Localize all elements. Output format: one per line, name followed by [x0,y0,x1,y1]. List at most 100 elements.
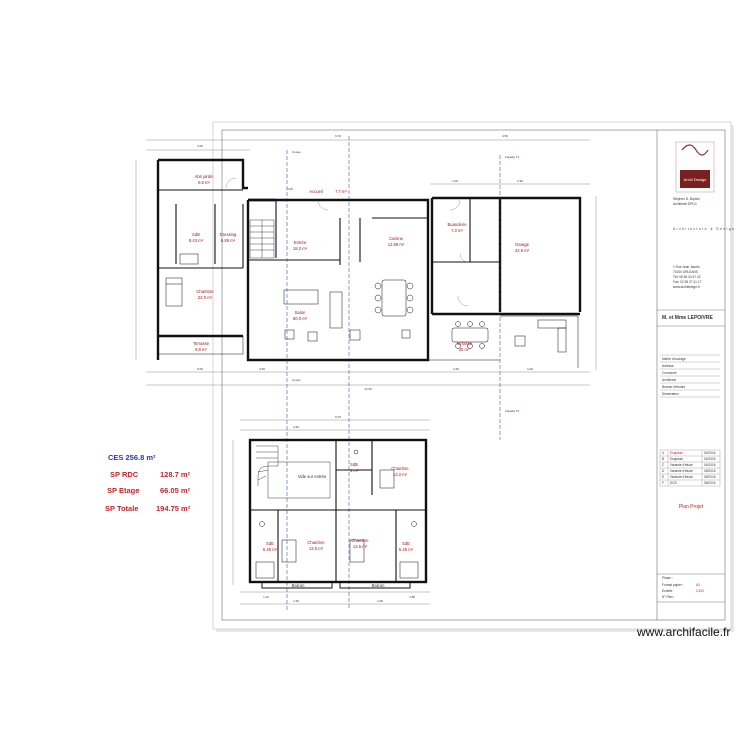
dim-top-1: 9.70 [335,134,341,138]
upper-stairs [256,445,279,486]
upper-interior-walls [250,440,426,582]
format-label: Format papier : [662,583,684,587]
room-abri-name: Abri jardin [195,174,215,179]
rev-0-date: 04/2016 [704,451,716,455]
field-1: Adresse [662,364,674,368]
project-fields [660,354,720,398]
sp-rdc-label: SP RDC [110,470,139,479]
up-dim-1: 4.20 [293,425,299,429]
balcon-1-label: Balcon [292,583,305,588]
room-up-sde2-name: SdE [402,541,410,546]
terrace-table [451,319,567,353]
room-up-chambre3-name: Chambre [351,538,369,543]
rev-2-date: 04/2016 [704,463,716,467]
room-terrasse2-name: Terrasse [456,341,473,346]
room-up-chambre2-area: 13.5 m² [309,546,324,551]
bedroom-bed [165,253,199,307]
ces-label: CES 256.8 m² [108,453,156,462]
room-abri-area: 9.8 m² [198,180,210,185]
upper-floor-labels: Vide sur entrée SdB 4 m² Chambre 13.2 m²… [263,462,414,588]
room-up-sde2-area: 5.45 m² [399,547,414,552]
scale-value: 1/100 [696,589,704,593]
room-terrasse2-area: 30 m² [459,347,470,352]
terrace-outline [157,315,579,368]
room-up-sde1-area: 5.45 m² [263,547,278,552]
rev-2-index: C [662,463,665,467]
rev-4-label: Variante d'étude [670,475,693,479]
up-dim-4: 1.10 [263,595,269,599]
dim-top-2: 4.20 [287,187,293,191]
sp-rdc-value: 128.7 m² [160,470,191,479]
top-dimensions [135,139,597,386]
section-label-0: Coupe [292,150,301,154]
contact-line-3: Fax: 02 38 27 41 17 [673,280,702,284]
dim-top-5: 2.90 [517,179,523,183]
firm-line1: Stephen D. Brydon [673,197,700,201]
sp-totale-label: SP Totale [105,504,138,513]
up-dim-2: 1.60 [293,599,299,603]
room-buanderie-area: 7.3 m² [451,228,463,233]
room-accueil-name: Accueil [309,189,323,194]
field-0: Maître d'ouvrage [662,357,686,361]
paper [212,121,732,630]
rev-2-label: Variante d'étude [670,463,693,467]
rev-5-label: DCE [670,481,677,485]
rev-0-label: Esquisse [670,451,683,455]
room-buanderie-name: Buanderie [447,222,467,227]
drawing-title: Plan Projet [679,504,704,510]
upper-floor-plan [232,419,430,605]
ground-dimension-labels: 4.00 9.70 4.20 4.50 1.00 2.90 9.00 3.60 … [197,134,533,391]
contact-line-0: 1 Rue Jean Jaurès [673,265,700,269]
ground-floor-plan [135,136,597,610]
field-4: Bureau d'études [662,385,686,389]
balconies [261,581,411,589]
dim-bottom-4: 1.00 [527,367,533,371]
room-up-chambre3-area: 13.5 m² [353,544,368,549]
up-dim-3: 1.60 [377,599,383,603]
dim-bottom-3: 2.60 [453,367,459,371]
logo-text: Archi Design [684,177,707,182]
rev-1-date: 04/2016 [704,457,716,461]
stairs-ground [249,219,275,259]
room-cuisine-area: 12.89 m² [388,242,405,247]
drawing-frame [221,129,726,621]
field-3: Architecte [662,378,676,382]
room-chambre-name: Chambre [196,289,214,294]
door-swings [225,177,469,307]
room-up-sdb-name: SdB [350,462,358,467]
upper-dimensions [232,419,430,605]
dining-table [374,279,414,317]
section-label-3: Façade T1 [505,155,520,159]
living-furniture [283,289,411,342]
watermark: www.archifacile.fr [636,625,730,639]
room-cuisine-name: Cuisine [389,236,404,241]
room-up-chambre1-name: Chambre [391,466,409,471]
rev-4-index: E [662,475,664,479]
room-up-chambre2-name: Chambre [307,540,325,545]
upper-exterior-walls [248,438,428,584]
field-5: Dessinateur [662,392,680,396]
rev-3-index: D [662,469,665,473]
room-terrasse1-name: Terrasse [193,341,210,346]
rev-0-index: A [662,451,665,455]
upper-furniture [255,449,419,579]
contact-line-4: www.archidesign.fr [673,285,701,289]
room-garage-name: Garage [515,242,530,247]
dim-top-0: 4.00 [197,144,203,148]
rev-5-date: 06/2016 [704,481,716,485]
room-sdb-name: SdB [192,232,200,237]
dim-top-4: 1.00 [452,179,458,183]
ground-floor-labels: Abri jardin 9.8 m² SdB 8.43 m² Dressing … [189,174,530,352]
section-lines [286,136,501,610]
room-entree-name: Entrée [294,240,307,245]
balcon-2-label: Balcon [372,583,385,588]
client-name: M. et Mme LEPOIVRE [662,315,714,321]
contact-line-2: Tél: 06 56 34 47 42 [673,275,701,279]
room-salon-name: Salon [295,310,306,315]
room-terrasse1-area: 9.8 m² [195,347,207,352]
rev-1-label: Esquisse [670,457,683,461]
archi-design-logo: Archi Design [675,141,715,193]
room-vide-name: Vide sur entrée [298,474,327,479]
room-dressing-name: Dressing [220,232,237,237]
